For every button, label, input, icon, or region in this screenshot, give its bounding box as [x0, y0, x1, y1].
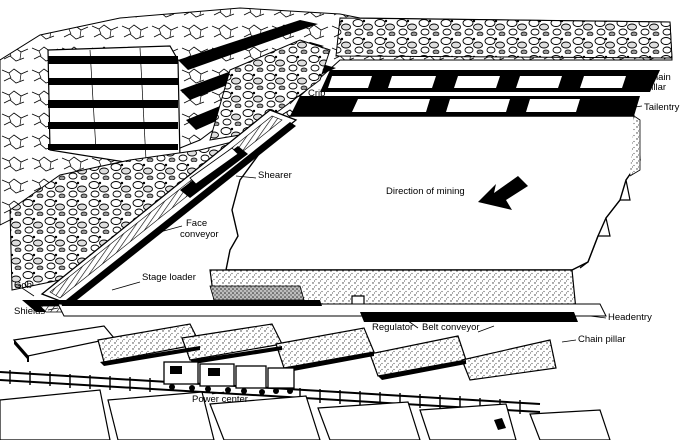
label-chain-pillar-bottom: Chain pillar [578, 334, 626, 345]
label-shearer: Shearer [258, 170, 292, 181]
power-center-cars [163, 361, 295, 395]
face-equipment [22, 109, 298, 313]
label-crib: Crib [308, 88, 325, 99]
label-tailentry: Tailentry [644, 102, 680, 113]
label-gob: Gob [14, 280, 32, 291]
label-stage-loader: Stage loader [142, 272, 196, 283]
coal-panel [209, 115, 641, 311]
labels: Chain pillar Tailentry Crib Shearer Dire… [14, 72, 680, 405]
bottom-pillars [12, 323, 557, 381]
layered-strata-block [47, 45, 181, 167]
direction-arrow [478, 176, 528, 210]
label-headentry: Headentry [608, 312, 652, 323]
label-regulator: Regulator [372, 322, 413, 333]
leader-lines [21, 81, 643, 395]
tailgate-pillars [290, 70, 660, 116]
label-chain-pillar-top: Chain pillar [646, 72, 673, 93]
label-power-center: Power center [192, 394, 248, 405]
label-direction-of-mining: Direction of mining [386, 186, 465, 197]
label-shields: Shields [14, 306, 45, 317]
label-belt-conveyor: Belt conveyor [422, 322, 480, 333]
headentry [57, 285, 607, 322]
lower-pillars [0, 389, 611, 440]
label-face-conveyor: Face conveyor [180, 218, 219, 240]
